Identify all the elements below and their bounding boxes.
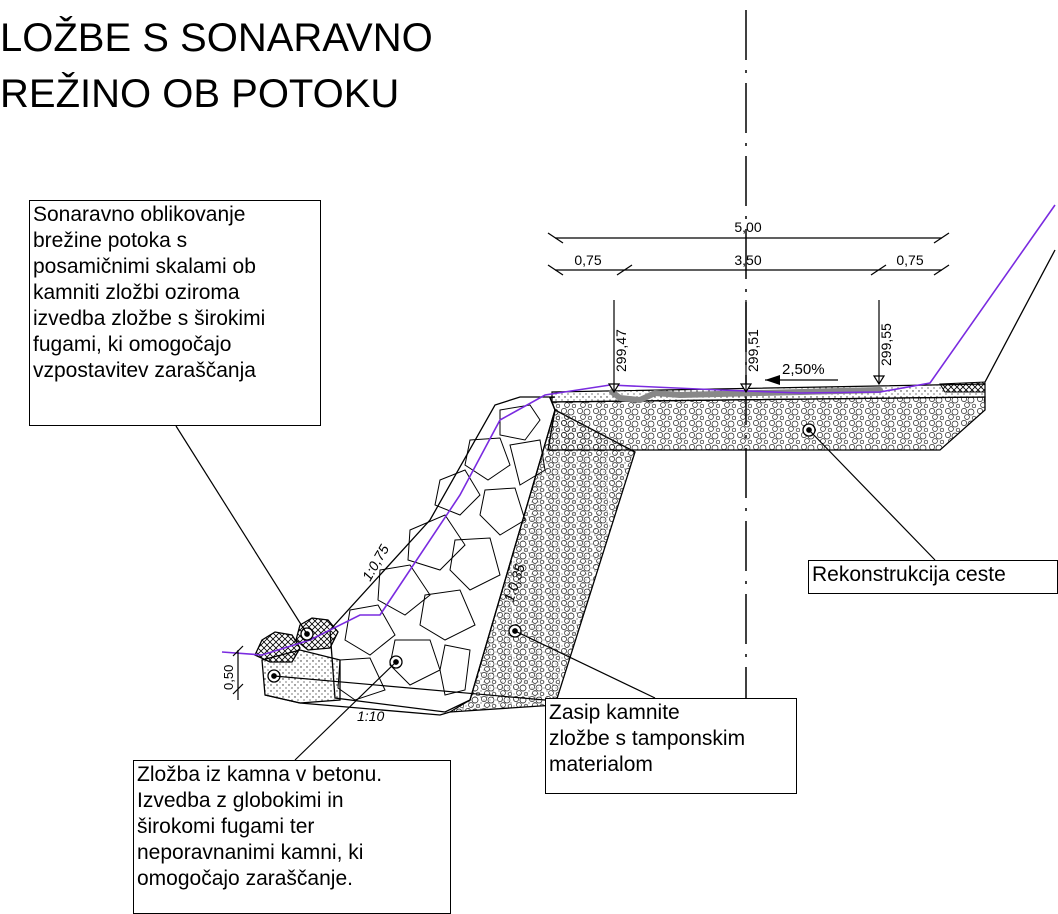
cross-slope-label: 2,50%: [782, 361, 825, 378]
note-bank-line-3: posamičnimi skalami ob: [33, 255, 256, 278]
pavement: [609, 387, 883, 404]
dim-total: 5,00: [734, 219, 761, 235]
boulder-left: [254, 631, 301, 663]
foot-height-label: 0,50: [221, 665, 236, 690]
note-bank-line-6: fugami, ki omogočajo: [33, 333, 232, 356]
dimension-lines: [547, 232, 950, 276]
road-shoulder-right: [939, 381, 986, 393]
dim-middle: 3,50: [734, 252, 761, 268]
note-backfill-line-1: Zasip kamnite: [549, 701, 680, 724]
existing-bank-line: [984, 249, 1056, 383]
note-road-line-1: Rekonstrukcija ceste: [812, 563, 1006, 586]
elevation-center: 299,51: [745, 329, 761, 372]
note-backfill-line-3: materialom: [549, 753, 653, 776]
cross-slope-arrow: [765, 375, 780, 385]
note-wall-line-4: neporavnanimi kamni, ki: [137, 841, 364, 864]
note-backfill-line-2: zložbe s tamponskim: [549, 727, 746, 750]
dim-left: 0,75: [574, 252, 601, 268]
elevation-markers: [607, 300, 886, 394]
dim-right: 0,75: [896, 252, 923, 268]
note-stone-wall: Zložba iz kamna v betonu. Izvedba z glob…: [133, 760, 451, 914]
note-bank-line-2: brežine potoka s: [33, 229, 188, 252]
boulder-right: [295, 617, 339, 651]
elevation-left: 299,47: [613, 329, 629, 372]
note-bank-line-5: izvedba zložbe s širokimi: [33, 307, 266, 330]
elevation-right: 299,55: [878, 323, 894, 366]
note-bank-line-7: vzpostavitev zaraščanja: [33, 359, 256, 382]
note-bank-line-1: Sonaravno oblikovanje: [33, 203, 246, 226]
slope-base-label: 1:10: [357, 708, 384, 724]
leader-lines: [175, 425, 936, 761]
note-wall-line-5: omogočajo zaraščanje.: [137, 867, 353, 890]
title-line-1: LOŽBE S SONARAVNO: [0, 16, 433, 60]
note-wall-line-1: Zložba iz kamna v betonu.: [137, 763, 383, 786]
road-base-layer: [547, 396, 986, 451]
title-line-2: REŽINO OB POTOKU: [0, 72, 400, 116]
note-backfill: Zasip kamnite zložbe s tamponskim materi…: [545, 698, 797, 794]
note-bank-line-4: kamniti zložbi oziroma: [33, 281, 240, 304]
note-wall-line-2: Izvedba z globokimi in: [137, 789, 344, 812]
note-road-reconstruction: Rekonstrukcija ceste: [808, 560, 1058, 594]
terrain-line: [221, 204, 1056, 656]
foot-height-dimension: [232, 645, 244, 700]
note-wall-line-3: širokomi fugami ter: [137, 815, 315, 838]
wall-stones: [337, 404, 546, 701]
note-bank-shaping: Sonaravno oblikovanje brežine potoka s p…: [29, 200, 321, 426]
